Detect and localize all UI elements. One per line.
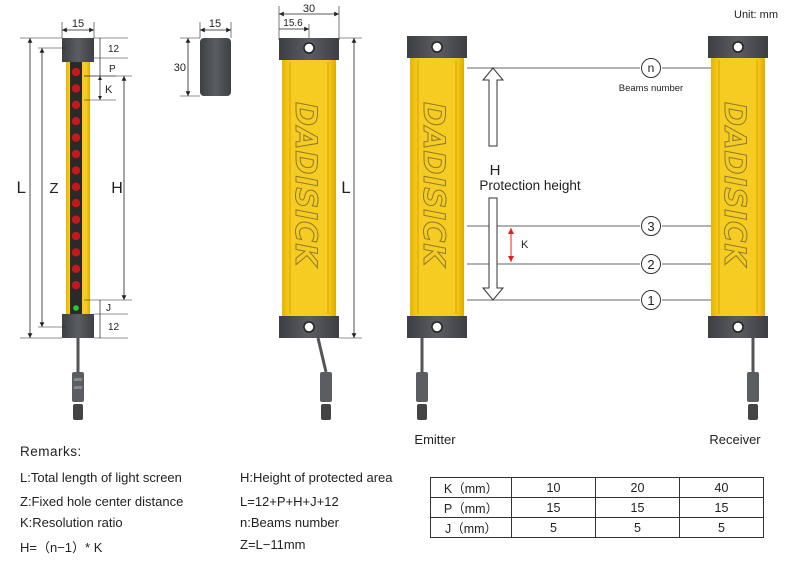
table-cell: 10 bbox=[511, 477, 596, 498]
table-cell: 15 bbox=[595, 497, 680, 518]
led-dot bbox=[71, 231, 81, 241]
bottom-cap bbox=[62, 314, 94, 338]
led-dot bbox=[71, 133, 81, 142]
row-label: K（mm） bbox=[430, 477, 512, 498]
led-dot bbox=[71, 84, 81, 93]
h-formula: H=（n−1）* K bbox=[20, 540, 103, 555]
p-dim: P bbox=[109, 64, 116, 75]
k-label: K bbox=[521, 239, 529, 251]
table-cell: 15 bbox=[679, 497, 764, 518]
row-label: P（mm） bbox=[430, 497, 512, 518]
front-width-dim: 30 bbox=[303, 3, 315, 15]
hole-offset-dim: 15.6 bbox=[283, 18, 303, 29]
beam-n-marker bbox=[641, 58, 661, 78]
k-definition: K:Resolution ratio bbox=[20, 515, 123, 530]
status-led bbox=[73, 305, 79, 311]
table-row: J（mm） 5 5 5 bbox=[430, 517, 764, 538]
cap-view: 15 30 bbox=[174, 18, 232, 97]
led-dot bbox=[71, 248, 81, 257]
table-cell: 5 bbox=[595, 517, 680, 538]
beams-caption: Beams number bbox=[619, 83, 683, 94]
front-view: 30 15.6 DADISICK L bbox=[278, 3, 362, 420]
table-cell: 20 bbox=[595, 477, 680, 498]
led-dot bbox=[71, 166, 81, 175]
l-formula: L=12+P+H+J+12 bbox=[240, 494, 339, 509]
table-cell: 40 bbox=[679, 477, 764, 498]
emitter-brand: DADISICK bbox=[417, 102, 451, 268]
receiver: DADISICK Receiver bbox=[708, 36, 768, 447]
cap-height-dim: 30 bbox=[174, 62, 186, 74]
led-dot bbox=[71, 67, 81, 77]
protection-height-arrow: H Protection height bbox=[479, 67, 581, 301]
table-cell: 5 bbox=[511, 517, 596, 538]
h-dim: H bbox=[111, 180, 123, 197]
led-row bbox=[71, 67, 81, 311]
led-dot bbox=[71, 149, 81, 159]
cap-width-dim: 15 bbox=[209, 18, 221, 30]
led-dot bbox=[71, 199, 81, 208]
table-row: K（mm） 10 20 40 bbox=[430, 477, 764, 498]
front-l-dim: L bbox=[341, 178, 350, 197]
end-cap bbox=[200, 38, 231, 96]
top-margin-dim: 12 bbox=[108, 44, 120, 55]
unit-label: Unit: mm bbox=[734, 9, 778, 21]
front-brand: DADISICK bbox=[289, 102, 323, 268]
front-housing bbox=[282, 60, 336, 316]
h-label: H bbox=[490, 162, 501, 179]
z-formula: Z=L−11mm bbox=[240, 537, 306, 552]
led-dot bbox=[71, 100, 81, 110]
table-row: P（mm） 15 15 15 bbox=[430, 497, 764, 518]
l-definition: L:Total length of light screen bbox=[20, 470, 182, 485]
k-dim: K bbox=[105, 84, 113, 96]
l-dim: L bbox=[17, 178, 26, 197]
beam-lines: n Beams number 3 2 1 bbox=[467, 58, 711, 310]
j-dim: J bbox=[106, 303, 111, 314]
top-cap bbox=[62, 38, 94, 62]
emitter: DADISICK Emitter bbox=[407, 36, 467, 447]
beam-n-label: n bbox=[648, 61, 655, 75]
z-dim: Z bbox=[49, 180, 58, 197]
spec-table: K（mm） 10 20 40 P（mm） 15 15 15 J（mm） 5 5 … bbox=[430, 477, 764, 538]
bottom-margin-dim: 12 bbox=[108, 322, 120, 333]
led-dot bbox=[71, 281, 81, 290]
led-dot bbox=[71, 264, 81, 273]
row-label: J（mm） bbox=[430, 517, 512, 538]
top-width-dim: 15 bbox=[72, 18, 84, 30]
led-dot bbox=[71, 182, 81, 191]
h-definition: H:Height of protected area bbox=[240, 470, 393, 485]
n-definition: n:Beams number bbox=[240, 515, 339, 530]
beam-2-label: 2 bbox=[647, 257, 654, 272]
beam-1-label: 1 bbox=[647, 293, 654, 308]
receiver-label: Receiver bbox=[709, 432, 761, 447]
remarks-title: Remarks: bbox=[20, 444, 82, 459]
receiver-brand: DADISICK bbox=[718, 102, 752, 268]
led-dot bbox=[71, 215, 81, 224]
table-cell: 5 bbox=[679, 517, 764, 538]
z-definition: Z:Fixed hole center distance bbox=[20, 494, 184, 509]
side-view: 15 L Z 12 P K H bbox=[17, 18, 132, 420]
led-dot bbox=[71, 117, 81, 126]
h-caption: Protection height bbox=[479, 178, 581, 193]
emitter-label: Emitter bbox=[414, 432, 456, 447]
beam-3-label: 3 bbox=[647, 219, 654, 234]
table-cell: 15 bbox=[511, 497, 596, 518]
